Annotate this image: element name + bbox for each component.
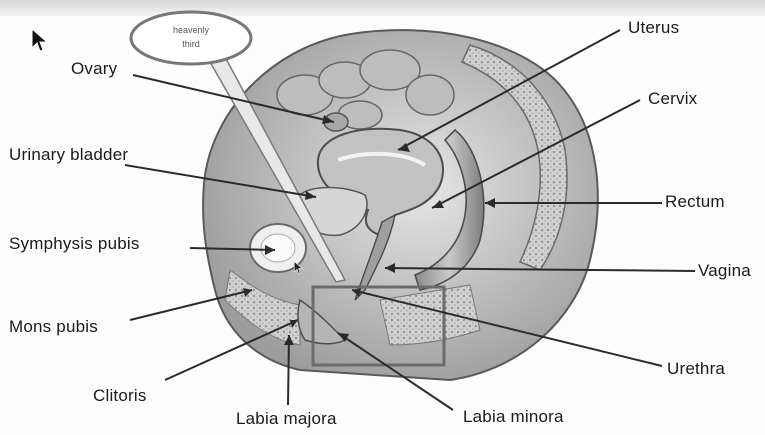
label-symphysis-pubis: Symphysis pubis — [9, 235, 140, 252]
label-rectum: Rectum — [665, 193, 725, 210]
label-mons-pubis: Mons pubis — [9, 318, 98, 335]
label-clitoris: Clitoris — [93, 387, 147, 404]
small-cursor-icon — [293, 261, 303, 275]
label-cervix: Cervix — [648, 90, 697, 107]
bubble-line-2: third — [146, 38, 236, 50]
label-ovary: Ovary — [71, 60, 117, 77]
label-vagina: Vagina — [698, 262, 751, 279]
label-urethra: Urethra — [667, 360, 725, 377]
mouse-cursor-icon — [30, 28, 48, 54]
label-labia-majora: Labia majora — [236, 410, 337, 427]
label-labia-minora: Labia minora — [463, 408, 564, 425]
label-urinary-bladder: Urinary bladder — [9, 146, 128, 163]
label-uterus: Uterus — [628, 19, 679, 36]
bubble-line-1: heavenly — [146, 24, 236, 36]
